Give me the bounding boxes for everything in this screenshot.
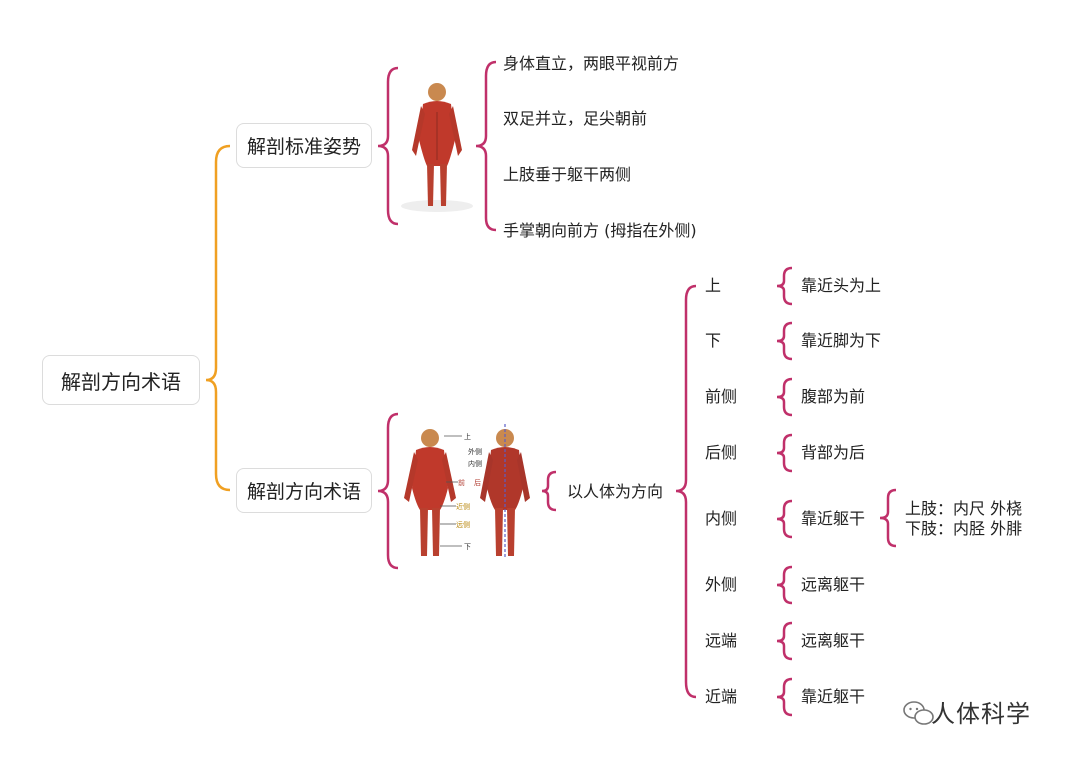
term-label: 上 — [705, 276, 722, 295]
figure-direction-label: 内侧 — [468, 459, 482, 468]
branch-posture-node[interactable]: 解剖标准姿势 — [236, 123, 372, 168]
term-description: 远离躯干 — [801, 575, 866, 594]
figure-direction-label: 下 — [464, 543, 471, 551]
posture-item: 双足并立，足尖朝前 — [503, 109, 648, 128]
term-label: 远端 — [705, 631, 738, 650]
terms-fig-brace — [377, 412, 399, 570]
term-desc-brace — [776, 377, 793, 417]
term-desc-brace — [776, 321, 793, 361]
medial-detail-upper: 上肢：内尺 外桡 — [905, 499, 1023, 518]
branch-posture-label: 解剖标准姿势 — [246, 136, 361, 158]
term-label: 下 — [705, 331, 722, 350]
term-description: 靠近躯干 — [801, 687, 866, 706]
term-label: 后侧 — [705, 443, 738, 462]
root-label: 解剖方向术语 — [61, 369, 181, 394]
figure-direction-label: 远侧 — [456, 520, 470, 529]
root-node[interactable]: 解剖方向术语 — [42, 355, 200, 405]
watermark-text: 人体科学 — [931, 700, 1031, 728]
figure-direction-label: 上 — [464, 432, 471, 441]
figure-direction-label: 外侧 — [468, 447, 482, 456]
watermark: 人体科学 — [895, 694, 1031, 729]
term-label: 前侧 — [705, 387, 738, 406]
term-desc-brace — [776, 565, 793, 605]
figure-direction-label: 后 — [474, 478, 481, 487]
wechat-icon — [903, 701, 934, 725]
posture-brace — [377, 66, 399, 226]
term-description: 靠近躯干 — [801, 509, 866, 528]
branch-terms-label: 解剖方向术语 — [246, 481, 361, 503]
basis-brace — [541, 470, 557, 512]
term-description: 远离躯干 — [801, 631, 866, 650]
posture-items-brace — [475, 60, 497, 232]
root-bracket — [205, 144, 231, 492]
term-desc-brace — [776, 621, 793, 661]
term-description: 背部为后 — [801, 443, 866, 462]
anatomy-figure-front — [401, 83, 473, 212]
posture-item: 身体直立，两眼平视前方 — [503, 54, 680, 73]
medial-brace — [879, 488, 897, 548]
terms-brace — [675, 284, 697, 699]
basis-label: 以人体为方向 — [567, 482, 664, 501]
term-desc-brace — [776, 433, 793, 473]
term-label: 外侧 — [705, 575, 738, 594]
term-desc-brace — [776, 499, 793, 539]
posture-item: 手掌朝向前方 (拇指在外侧) — [503, 221, 697, 240]
term-label: 内侧 — [705, 509, 738, 528]
term-desc-brace — [776, 266, 793, 306]
anatomy-figure-directions — [402, 424, 532, 560]
term-description: 靠近头为上 — [801, 276, 882, 295]
figure-direction-label: 前 — [458, 478, 465, 487]
term-description: 靠近脚为下 — [801, 331, 882, 350]
posture-item: 上肢垂于躯干两侧 — [503, 165, 632, 184]
figure-direction-label: 近侧 — [456, 502, 470, 511]
term-desc-brace — [776, 677, 793, 717]
medial-detail-lower: 下肢：内胫 外腓 — [905, 519, 1023, 538]
branch-terms-node[interactable]: 解剖方向术语 — [236, 468, 372, 513]
term-label: 近端 — [705, 687, 738, 706]
term-description: 腹部为前 — [801, 387, 866, 406]
